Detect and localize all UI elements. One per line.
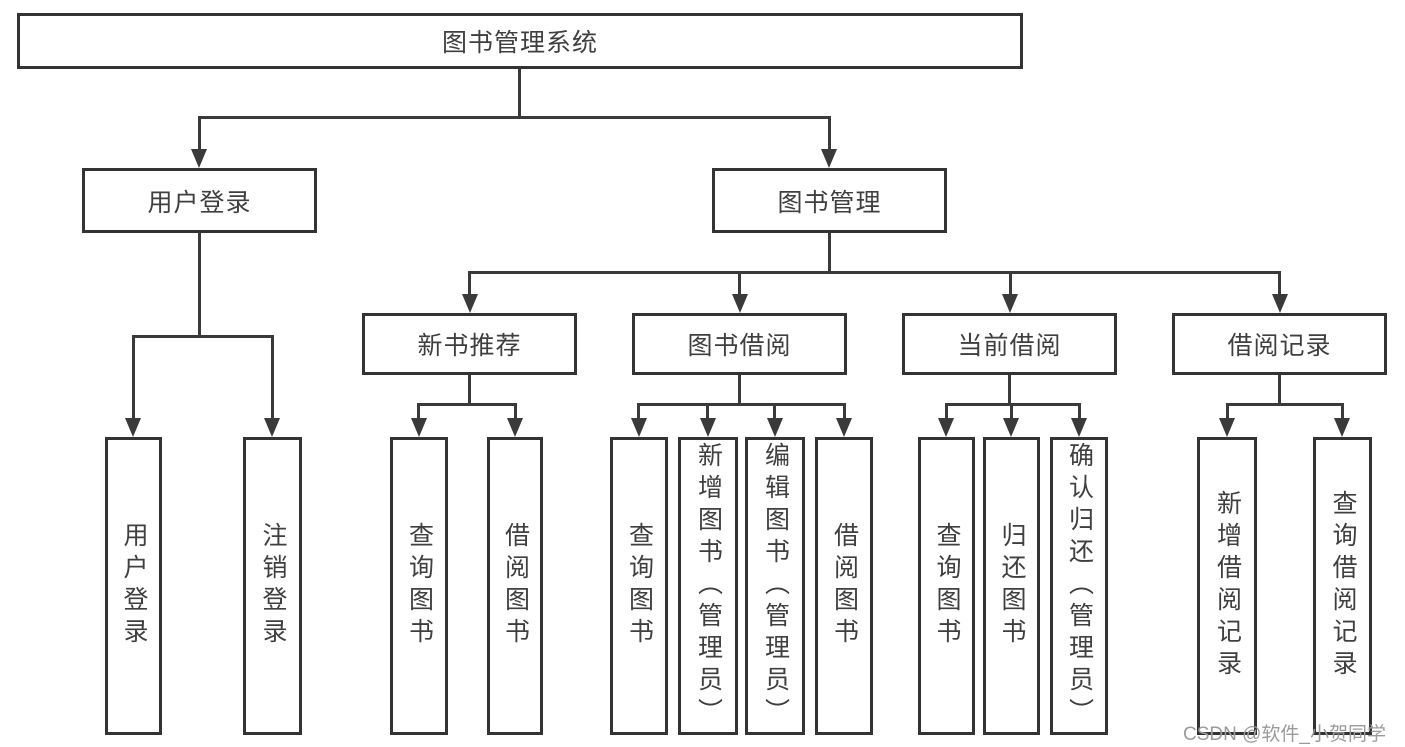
arrowhead bbox=[821, 149, 837, 168]
node-label: 图书管理 bbox=[777, 188, 882, 217]
leaf-newbooks-query-books: 查询图书 bbox=[390, 437, 448, 735]
arrowhead bbox=[767, 418, 783, 437]
connector-line bbox=[738, 271, 741, 297]
node-label: 新书推荐 bbox=[417, 332, 522, 360]
connector-line bbox=[1078, 403, 1081, 421]
arrowhead bbox=[1071, 418, 1087, 437]
arrowhead bbox=[732, 294, 748, 313]
node-book-borrow: 图书借阅 bbox=[632, 313, 847, 375]
arrowhead bbox=[125, 418, 141, 437]
node-label: 用户登录 bbox=[147, 188, 252, 217]
connector-line bbox=[417, 403, 517, 406]
connector-line bbox=[637, 403, 846, 406]
leaf-newbooks-borrow-books: 借阅图书 bbox=[487, 437, 543, 735]
connector-line bbox=[1009, 271, 1012, 297]
node-label: 借阅图书 bbox=[501, 522, 530, 650]
connector-line bbox=[468, 375, 471, 406]
leaf-records-add-record: 新增借阅记录 bbox=[1197, 437, 1257, 735]
arrowhead bbox=[1272, 294, 1288, 313]
node-label: 查询图书 bbox=[625, 522, 654, 650]
connector-line bbox=[1278, 271, 1281, 297]
connector-line bbox=[469, 271, 1281, 274]
connector-line bbox=[1278, 375, 1281, 406]
node-label: 图书管理系统 bbox=[441, 29, 598, 57]
connector-line bbox=[738, 375, 741, 406]
connector-line bbox=[706, 403, 709, 421]
node-label: 编辑图书（管理员） bbox=[761, 442, 790, 730]
watermark: CSDN @软件_小贺同学 bbox=[1183, 724, 1386, 745]
arrowhead bbox=[462, 294, 478, 313]
node-label: 图书借阅 bbox=[687, 332, 792, 360]
connector-line bbox=[518, 69, 521, 118]
node-label: 注销登录 bbox=[259, 522, 287, 650]
node-user-login: 用户登录 bbox=[82, 168, 317, 233]
node-label: 查询图书 bbox=[933, 522, 961, 650]
leaf-current-return-books: 归还图书 bbox=[983, 437, 1040, 735]
leaf-user-login: 用户登录 bbox=[105, 437, 162, 735]
node-label: 归还图书 bbox=[998, 522, 1026, 650]
arrowhead bbox=[1219, 418, 1235, 437]
connector-line bbox=[198, 116, 201, 150]
node-label: 新增图书（管理员） bbox=[694, 442, 723, 730]
connector-line bbox=[1226, 403, 1344, 406]
node-current-borrow: 当前借阅 bbox=[902, 313, 1117, 375]
connector-line bbox=[1226, 403, 1229, 421]
arrowhead bbox=[700, 418, 716, 437]
node-label: 借阅记录 bbox=[1227, 332, 1332, 360]
node-label: 新增借阅记录 bbox=[1213, 490, 1242, 682]
leaf-borrow-edit-books-admin: 编辑图书（管理员） bbox=[745, 437, 805, 735]
connector-line bbox=[637, 403, 640, 421]
arrowhead bbox=[264, 418, 280, 437]
node-label: 用户登录 bbox=[120, 522, 148, 650]
arrowhead bbox=[1002, 294, 1018, 313]
connector-line bbox=[198, 233, 201, 338]
node-label: 查询借阅记录 bbox=[1329, 490, 1357, 682]
connector-line bbox=[945, 403, 1081, 406]
connector-line bbox=[132, 335, 135, 420]
arrowhead bbox=[836, 418, 852, 437]
node-new-book-recommend: 新书推荐 bbox=[362, 313, 577, 375]
connector-line bbox=[198, 116, 831, 119]
connector-line bbox=[828, 116, 831, 150]
connector-line bbox=[417, 403, 420, 421]
leaf-current-query-books: 查询图书 bbox=[918, 437, 975, 735]
connector-line bbox=[945, 403, 948, 421]
leaf-borrow-add-books-admin: 新增图书（管理员） bbox=[678, 437, 738, 735]
arrowhead bbox=[411, 418, 427, 437]
connector-line bbox=[773, 403, 776, 421]
arrowhead bbox=[631, 418, 647, 437]
node-label: 查询图书 bbox=[405, 522, 434, 650]
leaf-borrow-query-books: 查询图书 bbox=[610, 437, 668, 735]
connector-line bbox=[514, 403, 517, 421]
leaf-current-confirm-return-admin: 确认归还（管理员） bbox=[1050, 437, 1108, 735]
node-book-management: 图书管理 bbox=[712, 168, 947, 233]
connector-line bbox=[1010, 403, 1013, 421]
arrowhead bbox=[507, 418, 523, 437]
leaf-logout: 注销登录 bbox=[243, 437, 302, 735]
node-borrow-records: 借阅记录 bbox=[1172, 313, 1387, 375]
node-label: 当前借阅 bbox=[957, 332, 1062, 360]
connector-line bbox=[1008, 375, 1011, 406]
leaf-borrow-borrow-books: 借阅图书 bbox=[815, 437, 873, 735]
node-label: 确认归还（管理员） bbox=[1065, 442, 1094, 730]
connector-line bbox=[271, 335, 274, 420]
node-library-management-system: 图书管理系统 bbox=[17, 13, 1023, 69]
arrowhead bbox=[1003, 418, 1019, 437]
arrowhead bbox=[1334, 418, 1350, 437]
connector-line bbox=[843, 403, 846, 421]
connector-line bbox=[132, 335, 273, 338]
node-label: 借阅图书 bbox=[830, 522, 859, 650]
connector-line bbox=[828, 233, 831, 273]
arrowhead bbox=[191, 149, 207, 168]
arrowhead bbox=[938, 418, 954, 437]
connector-line bbox=[468, 271, 471, 297]
connector-line bbox=[1341, 403, 1344, 421]
leaf-records-query-record: 查询借阅记录 bbox=[1313, 437, 1372, 735]
